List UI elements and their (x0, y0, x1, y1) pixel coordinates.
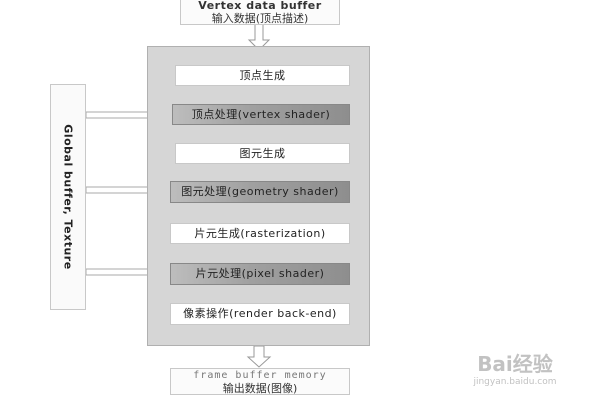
stage-vertex-generation: 顶点生成 (175, 65, 350, 86)
stage-geometry-shader: 图元处理(geometry shader) (170, 181, 350, 203)
stage-rasterization: 片元生成(rasterization) (170, 223, 350, 244)
watermark: Bai经验 jingyan.baidu.com (455, 348, 575, 388)
stage-render-back-end: 像素操作(render back-end) (170, 303, 350, 325)
stage-primitive-generation: 图元生成 (175, 143, 350, 164)
watermark-url: jingyan.baidu.com (473, 377, 557, 387)
global-buffer-box: Global buffer, Texture (50, 84, 86, 310)
global-buffer-label: Global buffer, Texture (61, 124, 75, 270)
watermark-logo: Bai经验 (477, 352, 553, 376)
output-arrow (246, 345, 272, 368)
output-data-box: frame buffer memory 输出数据(图像) (170, 368, 350, 395)
output-subtitle: 输出数据(图像) (222, 382, 298, 395)
input-data-box: Vertex data buffer 输入数据(顶点描述) (180, 0, 340, 25)
input-title: Vertex data buffer (198, 0, 322, 12)
stage-vertex-shader: 顶点处理(vertex shader) (172, 104, 350, 125)
input-subtitle: 输入数据(顶点描述) (211, 12, 309, 25)
output-title: frame buffer memory (193, 370, 327, 381)
input-arrow (247, 23, 271, 51)
stage-pixel-shader: 片元处理(pixel shader) (170, 263, 350, 285)
